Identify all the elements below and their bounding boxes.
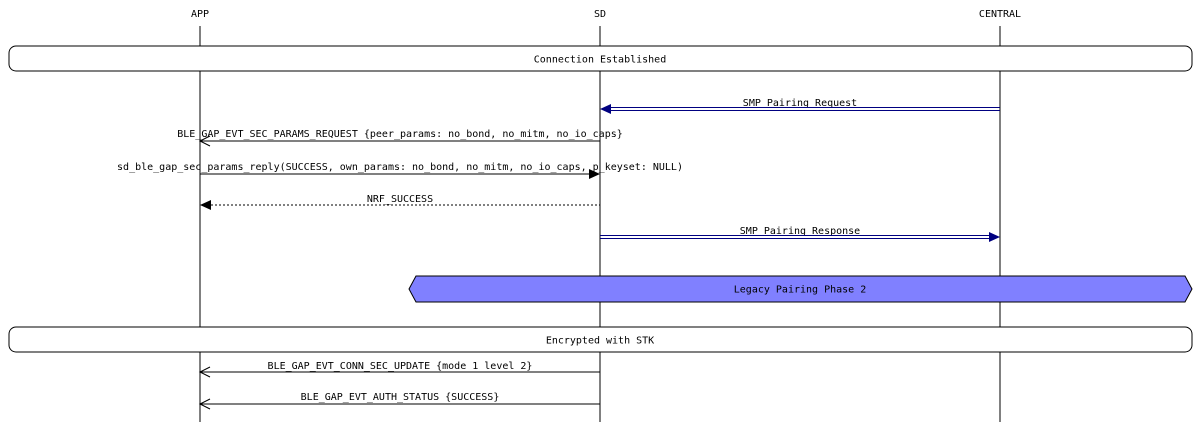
- message-conn-sec-update: BLE_GAP_EVT_CONN_SEC_UPDATE {mode 1 leve…: [198, 361, 600, 378]
- sec-params-request-arrowhead: [198, 135, 211, 147]
- message-sec-params-request: BLE_GAP_EVT_SEC_PARAMS_REQUEST {peer_par…: [177, 129, 623, 147]
- auth-status-arrowhead: [198, 398, 211, 410]
- conn-sec-update-label: BLE_GAP_EVT_CONN_SEC_UPDATE {mode 1 leve…: [268, 361, 533, 372]
- sec-params-request-label: BLE_GAP_EVT_SEC_PARAMS_REQUEST {peer_par…: [177, 129, 623, 140]
- nrf-success-arrowhead: [200, 200, 211, 210]
- smp-pairing-request-arrowhead: [600, 104, 611, 114]
- legacy-pairing-phase-2-box: Legacy Pairing Phase 2: [408, 275, 1193, 303]
- connection-established-frame: [8, 45, 1193, 72]
- participant-app-label: APP: [191, 9, 209, 20]
- smp-pairing-response-label: SMP Pairing Response: [740, 226, 860, 237]
- sec-params-reply-label: sd_ble_gap_sec_params_reply(SUCCESS, own…: [117, 162, 683, 173]
- legacy-pairing-phase-2-label: Legacy Pairing Phase 2: [734, 285, 866, 296]
- connection-established-label: Connection Established: [534, 55, 666, 66]
- message-auth-status: BLE_GAP_EVT_AUTH_STATUS {SUCCESS}: [198, 392, 600, 410]
- message-sec-params-reply: sd_ble_gap_sec_params_reply(SUCCESS, own…: [117, 162, 683, 179]
- message-smp-pairing-request: SMP Pairing Request: [600, 98, 1000, 114]
- participant-sd-label: SD: [594, 9, 606, 20]
- encrypted-with-stk-frame: [8, 326, 1193, 353]
- sec-params-reply-arrowhead: [589, 169, 600, 179]
- encrypted-with-stk-label: Encrypted with STK: [546, 336, 654, 347]
- message-nrf-success: NRF_SUCCESS: [200, 194, 600, 210]
- legacy-pairing-phase-2-shape: [408, 275, 1193, 303]
- participant-central-label: CENTRAL: [979, 9, 1021, 20]
- message-smp-pairing-response: SMP Pairing Response: [600, 226, 1000, 242]
- nrf-success-label: NRF_SUCCESS: [367, 194, 433, 205]
- connection-established-box: Connection Established: [8, 45, 1193, 72]
- smp-pairing-response-arrowhead: [989, 232, 1000, 242]
- auth-status-label: BLE_GAP_EVT_AUTH_STATUS {SUCCESS}: [301, 392, 500, 403]
- encrypted-with-stk-box: Encrypted with STK: [8, 326, 1193, 353]
- conn-sec-update-arrowhead: [198, 366, 211, 378]
- smp-pairing-request-label: SMP Pairing Request: [743, 98, 857, 109]
